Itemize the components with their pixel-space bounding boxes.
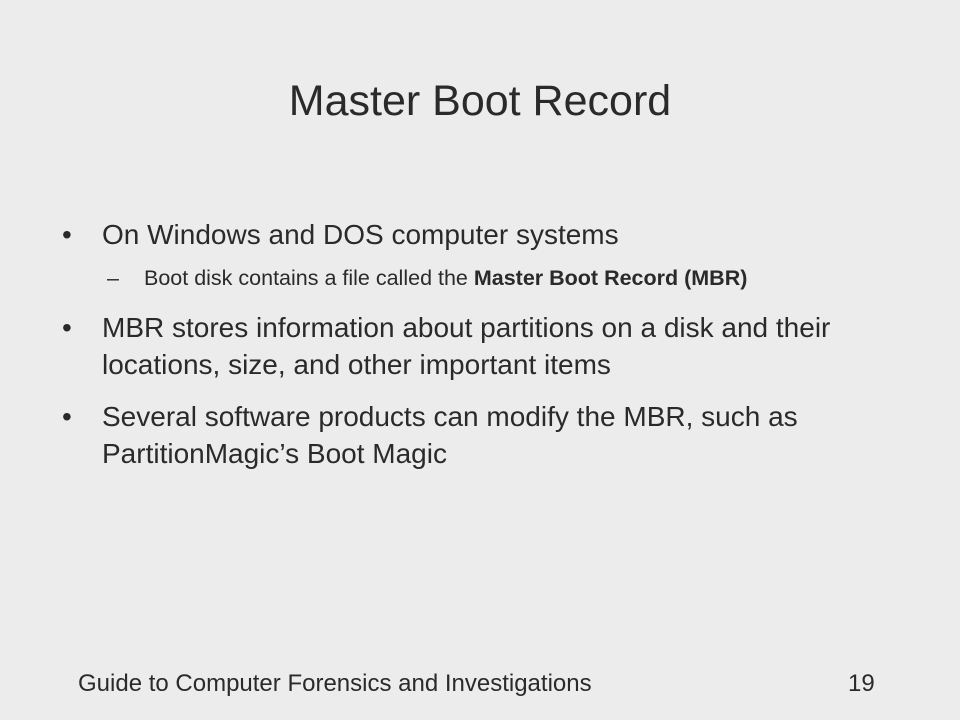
bullet-text: MBR stores information about partitions …	[102, 312, 831, 380]
bullet-item: • MBR stores information about partition…	[62, 309, 902, 383]
bullet-marker: •	[62, 312, 72, 343]
sub-bullet-text: Boot disk contains a file called the	[144, 266, 474, 290]
bullet-list: • On Windows and DOS computer systems – …	[62, 216, 902, 487]
sub-bullet-marker: –	[107, 266, 119, 290]
bullet-item: • On Windows and DOS computer systems	[62, 216, 902, 253]
sub-bullet-item: – Boot disk contains a file called the M…	[107, 262, 902, 295]
bullet-marker: •	[62, 401, 72, 432]
slide-title: Master Boot Record	[288, 77, 672, 125]
footer-text: Guide to Computer Forensics and Investig…	[78, 670, 592, 697]
bullet-item: • Several software products can modify t…	[62, 398, 902, 472]
page-number: 19	[848, 670, 875, 697]
bullet-text: On Windows and DOS computer systems	[102, 219, 619, 250]
bullet-text: Several software products can modify the…	[102, 401, 798, 469]
sub-bullet-bold-term: Master Boot Record (MBR)	[473, 266, 748, 290]
bullet-marker: •	[62, 219, 72, 250]
